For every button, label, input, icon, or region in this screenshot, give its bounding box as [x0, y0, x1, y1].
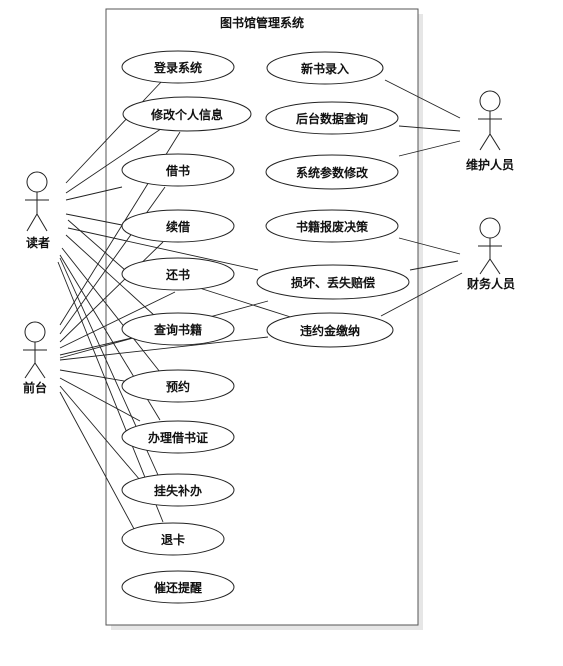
use-case-discard-label: 书籍报废决策 [296, 219, 369, 234]
use-case-discard [265, 209, 399, 243]
use-case-backend-query [265, 101, 399, 135]
actor-reader [25, 171, 49, 232]
use-case-report-loss-label: 挂失补办 [154, 483, 202, 498]
use-case-query-label: 查询书籍 [153, 322, 202, 337]
use-case-edit-info-label: 修改个人信息 [150, 107, 223, 122]
actor-maintainer [478, 90, 502, 151]
use-case-param-edit-label: 系统参数修改 [296, 165, 369, 180]
use-case-query [121, 312, 235, 346]
use-case-compensation [256, 264, 410, 300]
use-case-report-loss [121, 473, 235, 507]
use-case-borrow-label: 借书 [165, 163, 190, 178]
use-case-renew-label: 续借 [166, 219, 190, 234]
association-lines [57, 79, 463, 541]
use-case-compensation-label: 损坏、丢失赔偿 [291, 275, 375, 290]
use-case-login-label: 登录系统 [153, 60, 202, 75]
use-case-login [121, 50, 235, 84]
use-case-borrow [121, 153, 235, 187]
use-case-return [121, 257, 235, 291]
use-case-fine [266, 312, 394, 348]
use-case-param-edit [265, 154, 399, 190]
actor-maintainer-label: 维护人员 [466, 157, 514, 172]
actor-frontdesk-label: 前台 [23, 380, 47, 395]
use-case-edit-info [122, 96, 252, 132]
use-case-fine-label: 违约金缴纳 [300, 323, 360, 338]
use-case-remind-label: 催还提醒 [154, 580, 202, 595]
actor-finance-label: 财务人员 [466, 276, 515, 291]
use-case-card-apply [121, 420, 235, 454]
use-case-new-book-label: 新书录入 [301, 61, 349, 76]
use-case-card-apply-label: 办理借书证 [148, 430, 208, 445]
use-case-cancel-card [121, 522, 225, 556]
use-case-return-label: 还书 [165, 267, 190, 282]
use-case-cancel-card-label: 退卡 [161, 532, 185, 547]
system-title: 图书馆管理系统 [220, 15, 304, 30]
use-case-reserve [121, 369, 235, 403]
actor-frontdesk [23, 321, 47, 379]
use-case-renew [121, 209, 235, 243]
use-case-new-book [266, 51, 384, 85]
actor-finance [478, 217, 502, 275]
use-case-reserve-label: 预约 [166, 379, 190, 394]
use-case-remind [121, 570, 235, 604]
actor-reader-label: 读者 [26, 235, 50, 250]
use-case-backend-query-label: 后台数据查询 [296, 111, 368, 126]
